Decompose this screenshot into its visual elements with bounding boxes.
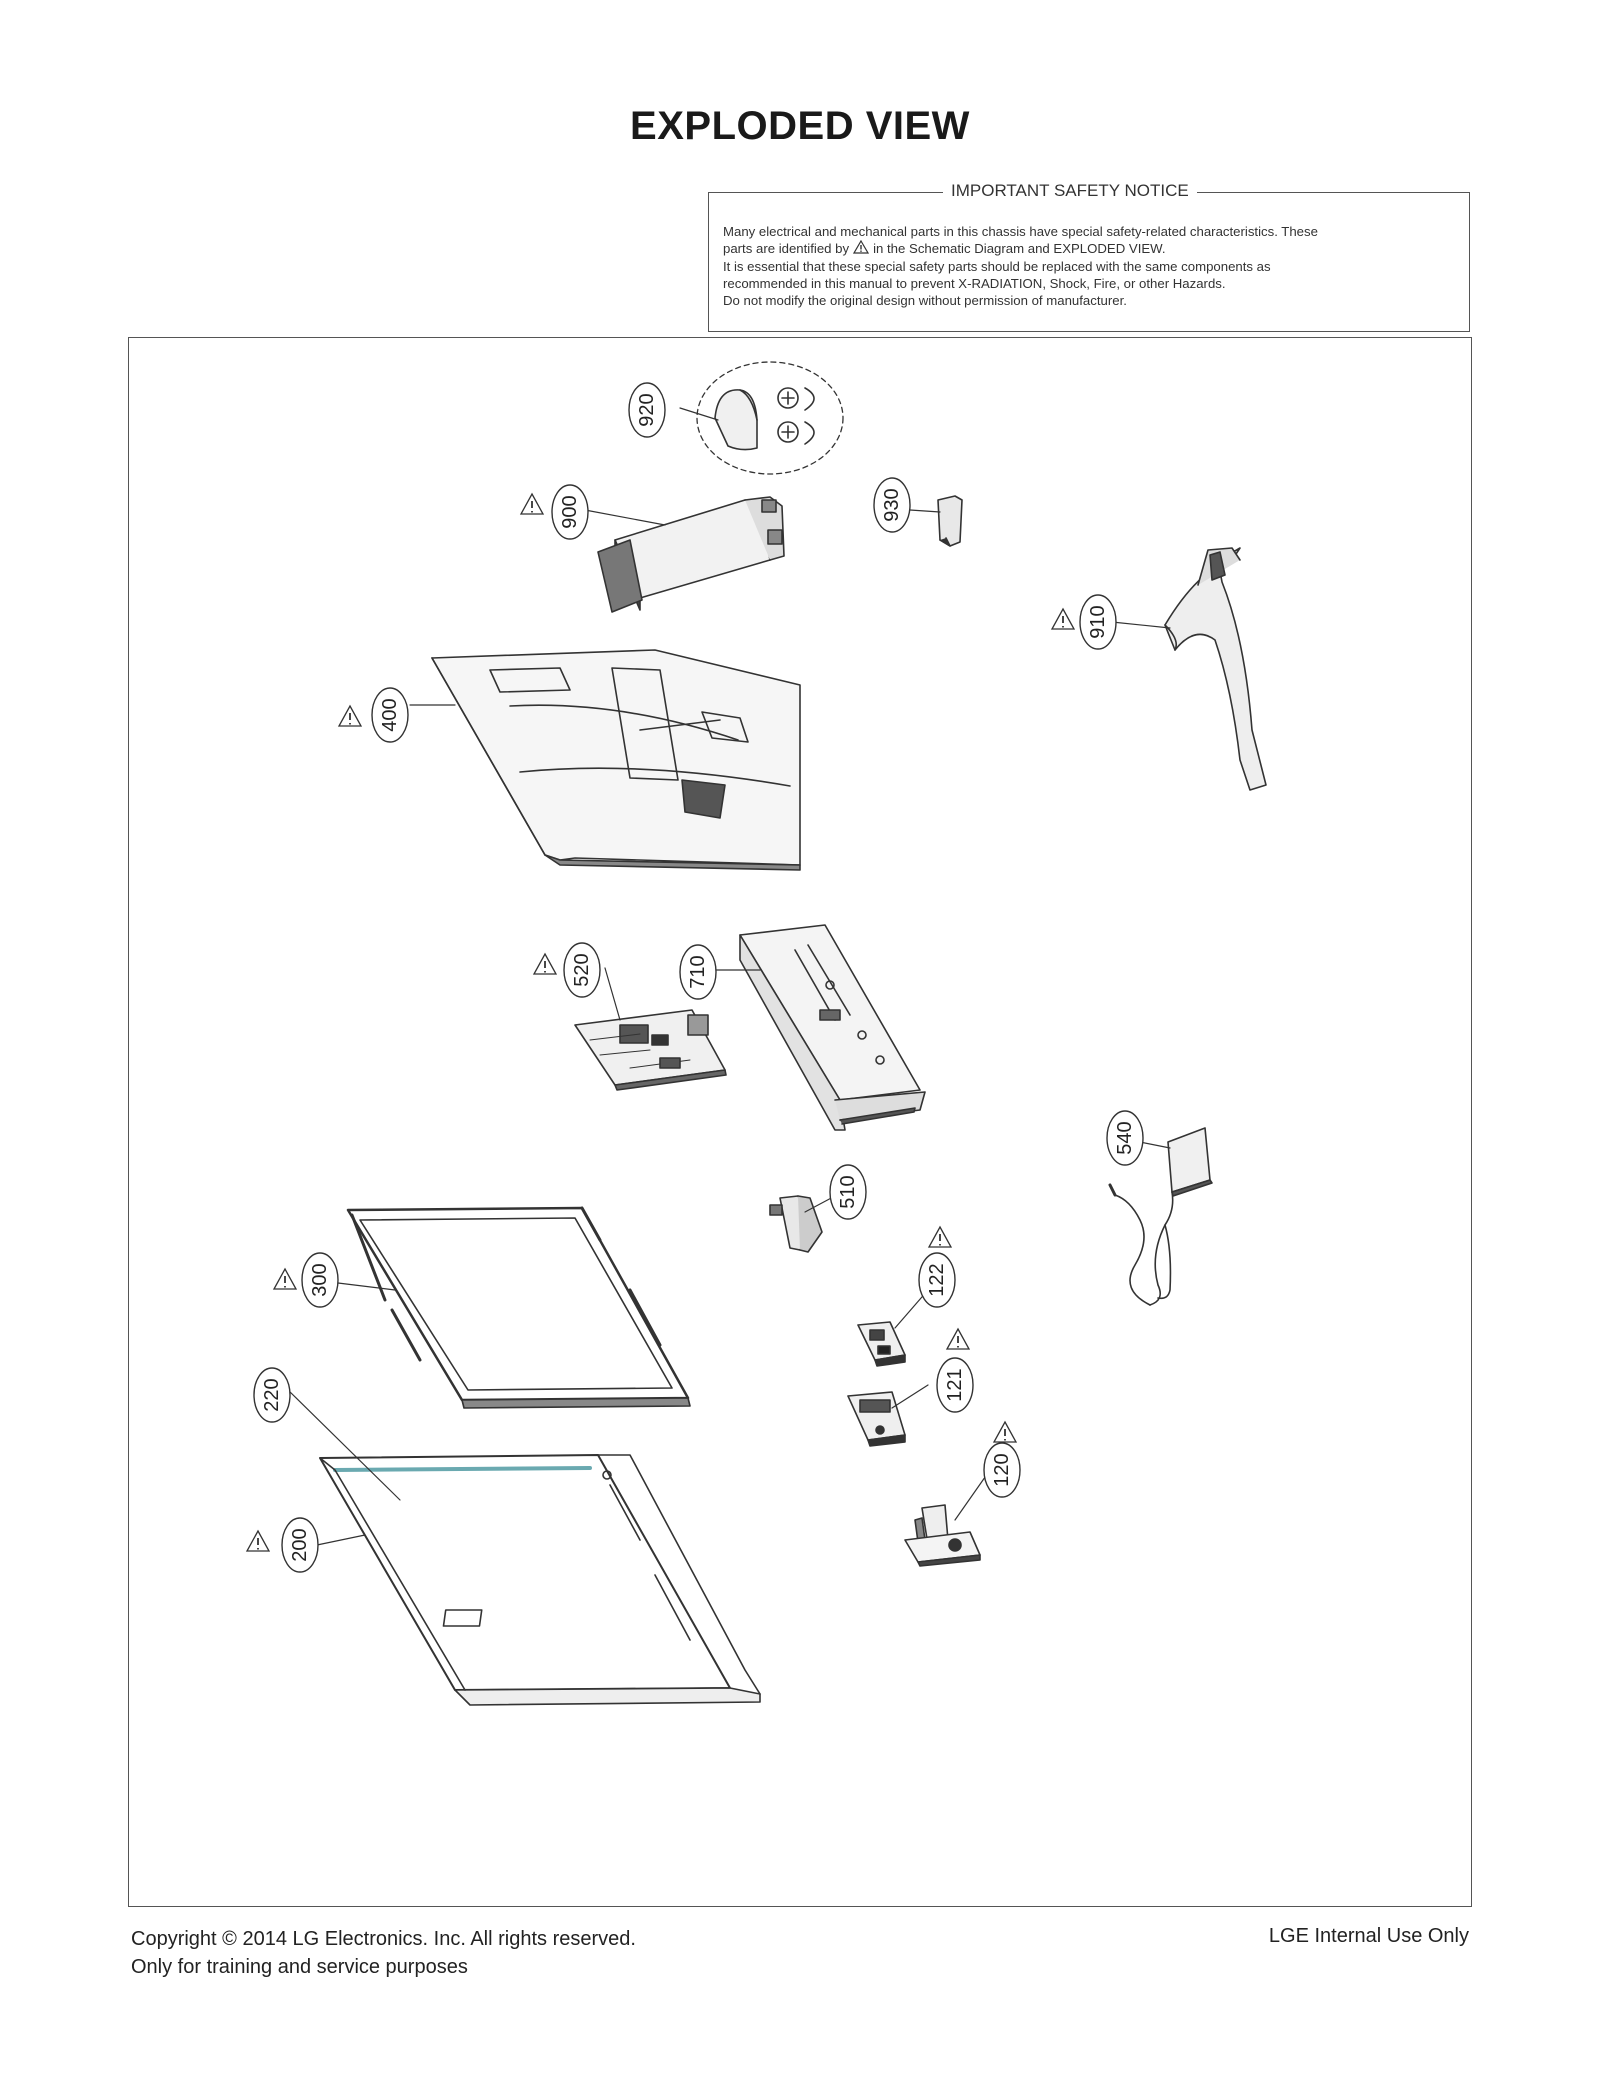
safety-warning-icon: [945, 1327, 971, 1350]
callout-label: 910: [1087, 605, 1109, 638]
notice-line-3: It is essential that these special safet…: [723, 259, 1271, 274]
callout-label: 520: [571, 953, 593, 986]
part-200-lcd-module: [319, 1454, 761, 1706]
safety-notice-text: Many electrical and mechanical parts in …: [723, 223, 1457, 309]
callout-label: 122: [926, 1263, 948, 1296]
part-300-middle-cabinet: [346, 1206, 691, 1409]
footer-internal-use: LGE Internal Use Only: [1268, 1925, 1469, 1947]
callout-220: 220: [253, 1367, 291, 1423]
part-120-control-switch: [904, 1504, 981, 1567]
part-710-main-bracket: [739, 924, 926, 1131]
callout-122: 122: [918, 1252, 956, 1308]
safety-notice-title: IMPORTANT SAFETY NOTICE: [943, 181, 1197, 201]
safety-warning-icon: [519, 492, 545, 515]
notice-line-2-end: in the Schematic Diagram and EXPLODED VI…: [873, 241, 1166, 256]
safety-warning-icon: [532, 952, 558, 975]
callout-label: 200: [289, 1528, 311, 1561]
leader-lines: [285, 407, 1171, 1546]
callout-910: 910: [1079, 594, 1117, 650]
part-400-back-cover: [431, 649, 801, 871]
callout-400: 400: [371, 687, 409, 743]
notice-line-2-start: parts are identified by: [723, 241, 850, 256]
safety-warning-icon: [927, 1225, 953, 1248]
safety-warning-icon: [853, 239, 870, 258]
callout-label: 121: [944, 1368, 966, 1401]
callout-121: 121: [936, 1357, 974, 1413]
callout-120: 120: [983, 1442, 1021, 1498]
part-540-ac-adapter: [1108, 1127, 1213, 1306]
callout-200: 200: [281, 1517, 319, 1573]
safety-notice-box: IMPORTANT SAFETY NOTICE Many electrical …: [708, 181, 1470, 332]
part-520-main-board: [574, 1009, 727, 1091]
callout-label: 710: [687, 955, 709, 988]
callout-label: 920: [636, 393, 658, 426]
part-930-cover: [937, 495, 963, 547]
callout-540: 540: [1106, 1110, 1144, 1166]
callout-label: 120: [991, 1453, 1013, 1486]
part-122-ir-board: [857, 1321, 906, 1367]
notice-line-2: parts are identified by in the Schematic …: [723, 239, 1457, 258]
callout-label: 510: [837, 1175, 859, 1208]
part-920-screw-kit: [696, 361, 844, 475]
notice-line-1: Many electrical and mechanical parts in …: [723, 224, 1318, 239]
callout-930: 930: [873, 477, 911, 533]
callout-520: 520: [563, 942, 601, 998]
page-title: EXPLODED VIEW: [630, 104, 970, 148]
callout-label: 300: [309, 1263, 331, 1296]
safety-warning-icon: [245, 1529, 271, 1552]
part-910-stand: [1164, 547, 1267, 791]
callout-510: 510: [829, 1164, 867, 1220]
part-121-speaker: [847, 1391, 906, 1447]
part-900-power-unit: [597, 496, 785, 613]
safety-warning-icon: [272, 1267, 298, 1290]
callout-label: 220: [261, 1378, 283, 1411]
callout-300: 300: [301, 1252, 339, 1308]
safety-warning-icon: [992, 1420, 1018, 1443]
part-510-key-button: [769, 1195, 823, 1253]
notice-line-5: Do not modify the original design withou…: [723, 293, 1127, 308]
safety-warning-icon: [337, 704, 363, 727]
callout-920: 920: [628, 382, 666, 438]
exploded-view-frame: [128, 337, 1472, 1907]
callout-label: 540: [1114, 1121, 1136, 1154]
callout-label: 900: [559, 495, 581, 528]
safety-warning-icon: [1050, 607, 1076, 630]
notice-line-4: recommended in this manual to prevent X-…: [723, 276, 1226, 291]
footer-purpose: Only for training and service purposes: [131, 1956, 468, 1978]
footer-copyright-block: Copyright © 2014 LG Electronics. Inc. Al…: [131, 1925, 636, 1981]
callout-label: 930: [881, 488, 903, 521]
callout-label: 400: [379, 698, 401, 731]
callout-710: 710: [679, 944, 717, 1000]
footer-copyright: Copyright © 2014 LG Electronics. Inc. Al…: [131, 1928, 636, 1950]
callout-900: 900: [551, 484, 589, 540]
callouts-layer: 920 900 930 910 400 520 710 540: [253, 382, 1144, 1573]
